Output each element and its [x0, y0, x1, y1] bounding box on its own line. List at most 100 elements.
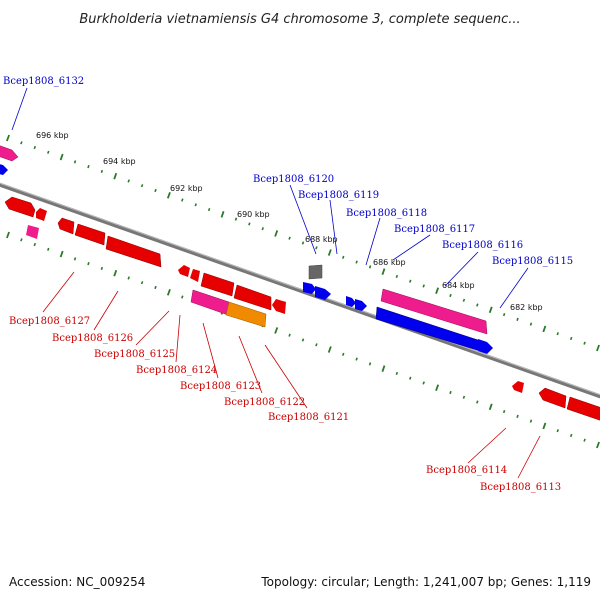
outer-tick-track	[6, 134, 600, 352]
minor-tick-mark	[422, 381, 425, 385]
major-tick-mark	[488, 403, 493, 411]
gene-6124-block[interactable]	[200, 272, 235, 297]
major-tick-mark	[59, 250, 64, 258]
label-bcep1808-6119[interactable]: Bcep1808_6119	[298, 190, 379, 201]
gene-6124a-block[interactable]	[178, 265, 190, 277]
tick-label-696: 696 kbp	[36, 131, 69, 140]
gene-plus-left-arrow[interactable]	[0, 163, 8, 175]
minor-tick-mark	[261, 227, 264, 231]
label-bcep1808-6132[interactable]: Bcep1808_6132	[3, 76, 84, 87]
label-bcep1808-6125[interactable]: Bcep1808_6125	[94, 349, 175, 360]
minor-tick-mark	[288, 333, 291, 337]
gene-6126-block[interactable]	[74, 223, 106, 246]
chromosome-backbone	[0, 182, 600, 399]
tick-label-682: 682 kbp	[510, 303, 543, 312]
major-tick-mark	[596, 344, 600, 352]
gene-left-red-1[interactable]	[4, 196, 36, 218]
gene-6113-block[interactable]	[566, 396, 600, 422]
minor-tick-mark	[33, 242, 37, 247]
major-tick-mark	[59, 153, 64, 161]
gene-6127-block[interactable]	[57, 217, 75, 235]
minor-tick-mark	[449, 293, 452, 298]
minor-tick-mark	[234, 217, 238, 221]
major-tick-mark	[113, 172, 118, 180]
gene-6115-arrow[interactable]	[478, 339, 493, 354]
minor-tick-mark	[127, 276, 130, 280]
minor-tick-mark	[583, 438, 586, 442]
gene-6121-block[interactable]	[272, 299, 286, 314]
major-tick-mark	[166, 191, 171, 199]
gene-6120-block[interactable]	[308, 264, 323, 280]
gene-6125-block[interactable]	[105, 235, 162, 268]
gene-6118-arrow[interactable]	[346, 296, 356, 307]
minor-tick-mark	[140, 281, 144, 285]
minor-tick-mark	[355, 357, 358, 361]
gene-6116-block[interactable]	[380, 288, 488, 335]
label-bcep1808-6115[interactable]: Bcep1808_6115	[492, 256, 573, 267]
minor-tick-mark	[181, 295, 184, 299]
major-tick-mark	[381, 268, 386, 275]
minor-tick-mark	[33, 145, 37, 150]
minor-tick-mark	[342, 255, 345, 259]
minus-strand-genes	[4, 196, 600, 422]
label-bcep1808-6127[interactable]: Bcep1808_6127	[9, 316, 90, 327]
label-bcep1808-6118[interactable]: Bcep1808_6118	[346, 208, 427, 219]
gene-6124b-block[interactable]	[190, 269, 200, 282]
label-bcep1808-6122[interactable]: Bcep1808_6122	[224, 397, 305, 408]
label-bcep1808-6121[interactable]: Bcep1808_6121	[268, 412, 349, 423]
minor-tick-mark	[248, 222, 251, 226]
gene-6132-block[interactable]	[0, 144, 19, 162]
minor-tick-mark	[140, 184, 144, 188]
minor-tick-mark	[502, 313, 506, 317]
gene-left-red-2[interactable]	[36, 208, 47, 221]
gene-minus-right-small[interactable]	[512, 381, 524, 393]
minor-tick-mark	[368, 362, 372, 366]
gene-6122-orange-block[interactable]	[225, 301, 267, 328]
minor-tick-mark	[87, 165, 90, 169]
minus-gene-labels: Bcep1808_6127 Bcep1808_6126 Bcep1808_612…	[9, 316, 561, 493]
minor-tick-mark	[20, 238, 23, 242]
gene-6114-block[interactable]	[538, 387, 567, 409]
gene-6122-block[interactable]	[233, 284, 272, 311]
label-bcep1808-6126[interactable]: Bcep1808_6126	[52, 333, 133, 344]
minor-tick-mark	[73, 257, 77, 261]
gene-6118b-arrow[interactable]	[355, 299, 367, 311]
major-tick-mark	[113, 269, 118, 277]
minor-tick-mark	[315, 343, 318, 347]
minor-tick-mark	[100, 169, 104, 173]
minor-tick-mark	[315, 246, 318, 250]
label-bcep1808-6120[interactable]: Bcep1808_6120	[253, 174, 334, 185]
major-tick-mark	[6, 231, 10, 239]
minor-tick-mark	[569, 336, 573, 341]
topology-text: Topology: circular; Length: 1,241,007 bp…	[260, 575, 591, 589]
label-bcep1808-6113[interactable]: Bcep1808_6113	[480, 482, 561, 493]
label-bcep1808-6124[interactable]: Bcep1808_6124	[136, 365, 217, 376]
minor-tick-mark	[87, 262, 90, 266]
major-tick-mark	[6, 134, 10, 142]
minor-tick-mark	[47, 247, 50, 251]
gene-6119b-arrow[interactable]	[315, 286, 331, 300]
major-tick-mark	[274, 327, 279, 334]
label-bcep1808-6117[interactable]: Bcep1808_6117	[394, 224, 475, 235]
major-tick-mark	[542, 422, 547, 430]
gene-6119-arrow[interactable]	[303, 282, 316, 294]
gene-6123-block[interactable]	[190, 289, 230, 316]
label-bcep1808-6116[interactable]: Bcep1808_6116	[442, 240, 523, 251]
minor-tick-mark	[127, 179, 130, 183]
tick-label-688: 688 kbp	[305, 235, 338, 244]
label-bcep1808-6114[interactable]: Bcep1808_6114	[426, 465, 507, 476]
major-tick-mark	[435, 384, 440, 392]
minus-callout-lines	[42, 271, 541, 479]
minor-tick-mark	[301, 338, 305, 342]
minor-tick-mark	[181, 198, 184, 202]
label-bcep1808-6123[interactable]: Bcep1808_6123	[180, 381, 261, 392]
minor-tick-mark	[409, 279, 412, 283]
minor-tick-mark	[449, 390, 452, 395]
major-tick-mark	[166, 288, 171, 296]
major-tick-mark	[542, 325, 547, 333]
gene-left-pink[interactable]	[26, 225, 39, 239]
accession-text: Accession: NC_009254	[9, 575, 145, 589]
minor-tick-mark	[476, 400, 479, 404]
